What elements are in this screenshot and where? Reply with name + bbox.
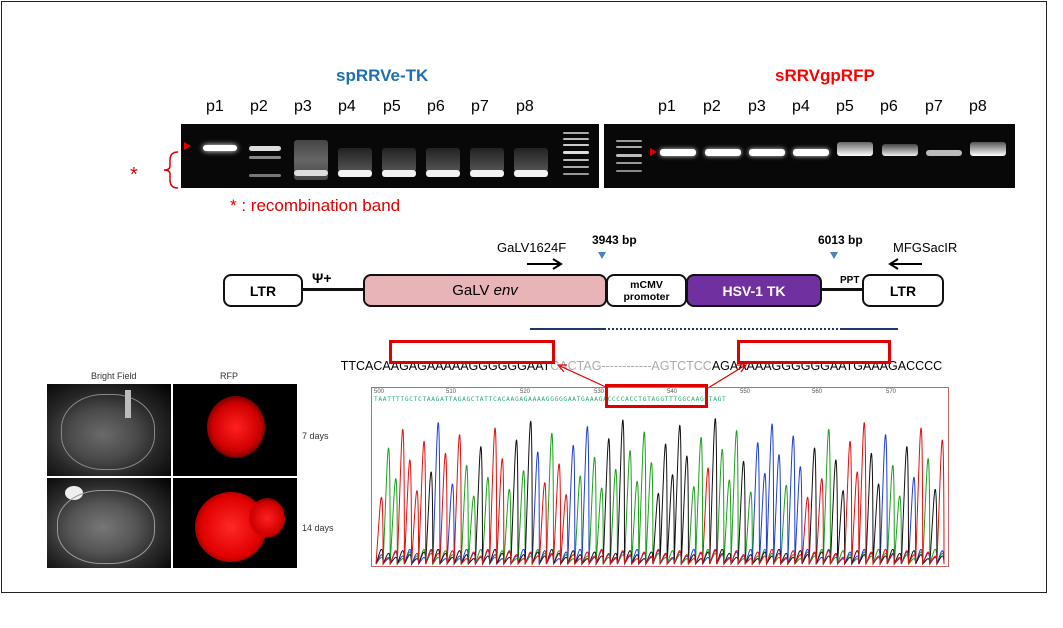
deletion-dotted-line (604, 328, 842, 330)
seq-part-4: ------------ (601, 359, 652, 373)
triangle-down-icon (830, 252, 838, 259)
env-box: GaLV env (363, 274, 607, 307)
asterisk-label: * (130, 164, 138, 186)
right-lane-label: p2 (703, 98, 721, 115)
left-lane-label: p4 (338, 98, 356, 115)
recombination-legend: * : recombination band (230, 196, 401, 215)
chromatogram-bases: TAATTTTGCTCTAAGATTAGAGCTATTCACAAGAGAAAAG… (374, 396, 727, 403)
psi-label: Ψ+ (312, 270, 332, 286)
right-lane-label: p6 (880, 98, 898, 115)
day-14-label: 14 days (302, 523, 334, 533)
left-gel-image (181, 124, 599, 188)
left-lane-label: p8 (516, 98, 534, 115)
position-label-2: 6013 bp (818, 233, 863, 247)
primer-reverse-label: MFGSacIR (893, 240, 958, 255)
trace-T (375, 422, 945, 566)
figure-frame (1, 1, 1047, 593)
left-lane-label: p1 (206, 98, 224, 115)
right-lane-label: p8 (969, 98, 987, 115)
left-lane-label: p3 (294, 98, 312, 115)
env-prefix: GaLV (452, 282, 494, 299)
deletion-line-left (530, 328, 604, 330)
deletion-line-right (842, 328, 898, 330)
tk-box: HSV-1 TK (686, 274, 822, 307)
right-gel-title: sRRVgpRFP (775, 66, 875, 85)
left-lane-label: p2 (250, 98, 268, 115)
bright-field-header: Bright Field (91, 371, 137, 381)
rfp-14d (173, 478, 297, 568)
env-italic: env (493, 282, 518, 299)
right-lane-label: p1 (658, 98, 676, 115)
right-lane-label: p5 (836, 98, 854, 115)
right-lane-label: p7 (925, 98, 943, 115)
position-label-1: 3943 bp (592, 233, 637, 247)
repeat-box-left (389, 340, 555, 364)
left-lane-label: p5 (383, 98, 401, 115)
seq-part-3: CACTAG (550, 359, 602, 373)
arrow-right-icon (527, 258, 563, 270)
left-lane-label: p7 (471, 98, 489, 115)
junction-box (605, 384, 708, 408)
right-lane-label: p3 (748, 98, 766, 115)
chromatogram: 500 510 520 530 540 550 560 570 TAATTTTG… (371, 387, 949, 567)
ppt-label: PPT (840, 275, 860, 286)
right-lane-label: p4 (792, 98, 810, 115)
triangle-down-icon (598, 252, 606, 259)
rfp-header: RFP (220, 371, 238, 381)
primer-forward-label: GaLV1624F (497, 240, 567, 255)
arrow-left-icon (888, 258, 922, 270)
repeat-box-right (737, 340, 891, 364)
junction-arrows (556, 364, 748, 389)
ltr-right-box: LTR (862, 274, 944, 307)
ltr-left-box: LTR (223, 274, 303, 307)
band-marker-icon (650, 148, 657, 156)
bright-field-7d (47, 384, 171, 476)
left-gel-title: spRRVe-TK (336, 66, 429, 85)
day-7-label: 7 days (302, 431, 329, 441)
chromatogram-traces (375, 418, 945, 566)
band-marker-icon (184, 142, 191, 150)
chromatogram-positions: 500 510 520 530 540 550 560 570 (374, 389, 897, 395)
right-gel-image (604, 124, 1015, 188)
trace-G (375, 418, 945, 566)
mcmv-box: mCMV promoter (606, 274, 687, 307)
left-lane-label: p6 (427, 98, 445, 115)
bright-field-14d (47, 478, 171, 568)
brace-icon (163, 151, 179, 189)
seq-part-5: AGTCTCC (651, 359, 712, 373)
rfp-7d (173, 384, 297, 476)
